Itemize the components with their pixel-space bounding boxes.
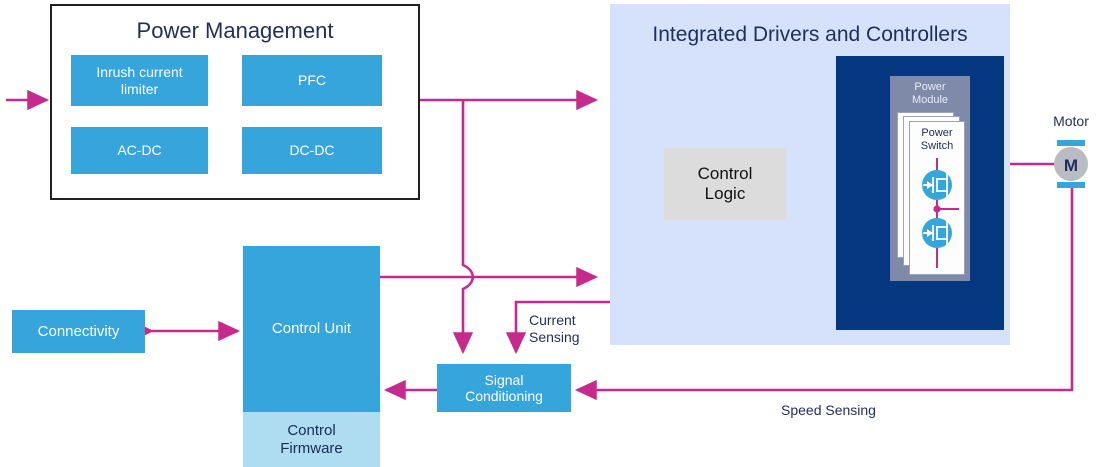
label-speed-sensing: Speed Sensing	[781, 402, 876, 418]
block-signal-conditioning[interactable]: Signal Conditioning	[437, 364, 571, 412]
block-label: Signal Conditioning	[465, 371, 543, 404]
power-management-title: Power Management	[136, 18, 334, 43]
block-label: Inrush current limiter	[96, 64, 183, 97]
integrated-drivers-title: Integrated Drivers and Controllers	[652, 23, 968, 46]
block-label: AC-DC	[117, 142, 162, 159]
mosfet-low-side	[922, 218, 952, 248]
block-connectivity[interactable]: Connectivity	[12, 310, 145, 353]
block-control-logic[interactable]: Control Logic	[664, 148, 786, 220]
power-switch-label: Power Switch	[920, 127, 954, 152]
block-label: Control Logic	[697, 164, 753, 203]
power-module-label: Power Module	[911, 81, 949, 106]
block-label: Control Unit	[271, 320, 352, 338]
mosfet-high-side	[922, 170, 952, 200]
block-inrush-current-limiter[interactable]: Inrush current limiter	[71, 55, 208, 106]
block-label: DC-DC	[289, 142, 335, 159]
wire-current-sensing	[505, 300, 610, 355]
block-pfc[interactable]: PFC	[242, 55, 382, 106]
svg-text:M: M	[1064, 156, 1078, 175]
block-label: PFC	[298, 72, 326, 89]
wire-dcbus-to-signal	[452, 100, 475, 355]
half-bridge-schematic	[922, 158, 959, 268]
block-label: Control Firmware	[280, 422, 343, 457]
motor-symbol: M	[1054, 140, 1088, 188]
block-control-firmware[interactable]: Control Firmware	[243, 412, 380, 467]
block-label: Connectivity	[37, 322, 120, 340]
label-current-sensing: Current Sensing	[529, 312, 580, 345]
block-control-unit[interactable]: Control Unit	[243, 246, 380, 412]
motor-label: Motor	[1053, 113, 1089, 129]
block-ac-dc[interactable]: AC-DC	[71, 127, 208, 174]
block-dc-dc[interactable]: DC-DC	[242, 127, 382, 174]
wire-speed-sensing	[574, 185, 1074, 401]
